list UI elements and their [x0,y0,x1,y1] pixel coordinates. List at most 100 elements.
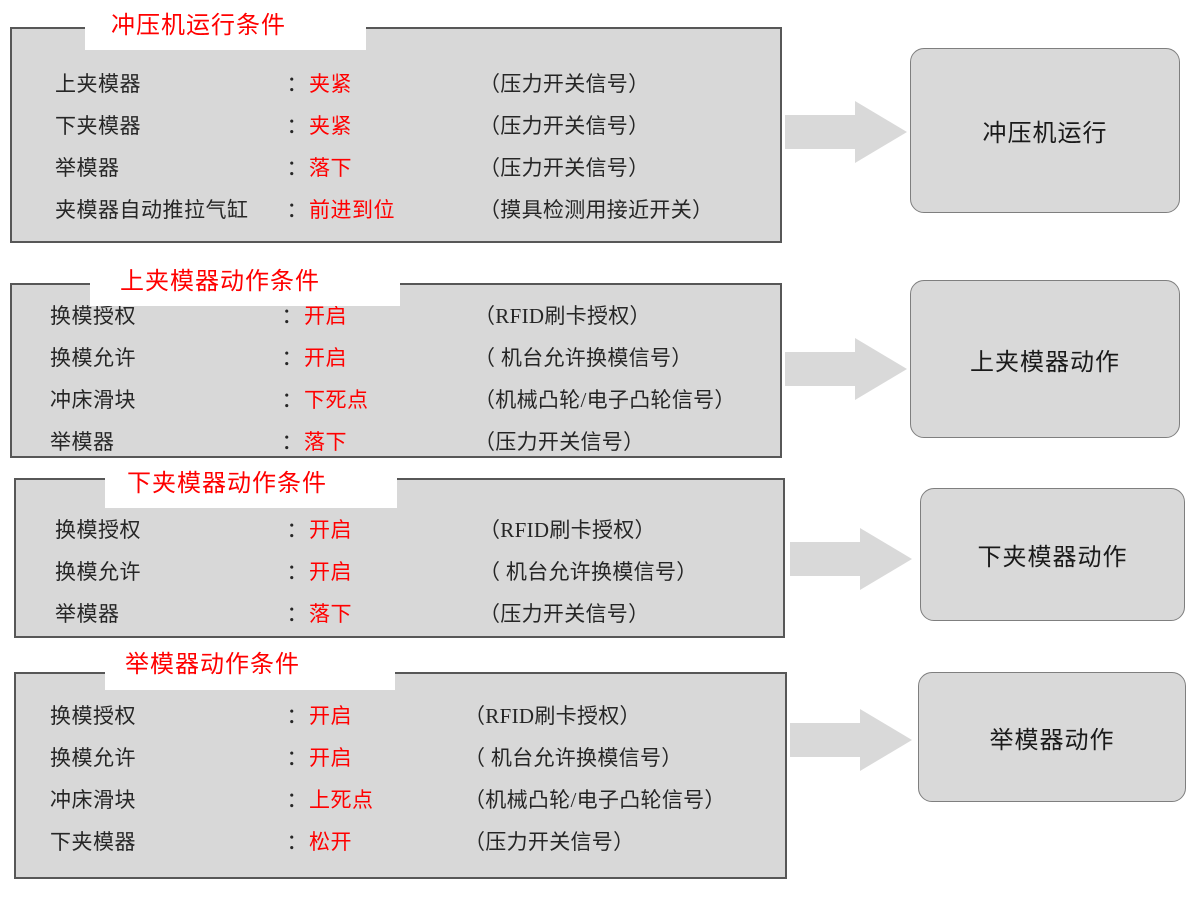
result-box-4: 举模器动作 [918,672,1186,802]
result-box-3-label: 下夹模器动作 [977,545,1128,571]
condition-colon: ： [286,156,308,180]
condition-colon: ： [286,560,308,584]
condition-panel-2-rows: 换模授权 ： 开启 （RFID刷卡授权） 换模允许 ： 开启 （ 机台允许换模信… [0,300,1200,468]
condition-row: 换模授权 ： 开启 （RFID刷卡授权） [0,700,1200,742]
condition-value: 夹紧 [309,72,352,96]
condition-value: 下死点 [304,388,369,412]
flow-arrow-1 [785,101,907,163]
condition-panel-3-rows: 换模授权 ： 开启 （RFID刷卡授权） 换模允许 ： 开启 （ 机台允许换模信… [0,514,1200,640]
condition-note: （RFID刷卡授权） [479,518,656,542]
condition-colon: ： [286,602,308,626]
condition-colon: ： [281,346,303,370]
condition-row: 换模允许 ： 开启 （ 机台允许换模信号） [0,556,1200,598]
condition-row: 换模授权 ： 开启 （RFID刷卡授权） [0,514,1200,556]
result-box-1-label: 冲压机运行 [982,121,1108,147]
condition-note: （压力开关信号） [479,72,650,96]
condition-note: （ 机台允许换模信号） [479,560,698,584]
condition-label: 夹模器自动推拉气缸 [55,198,249,222]
condition-panel-1 [10,27,782,243]
condition-note: （RFID刷卡授权） [474,304,651,328]
condition-panel-1-title: 冲压机运行条件 [85,2,366,50]
condition-colon: ： [286,114,308,138]
result-box-2: 上夹模器动作 [910,280,1180,438]
result-box-4-label: 举模器动作 [989,727,1115,754]
arrow-right-icon [790,528,912,590]
condition-note: （压力开关信号） [479,114,650,138]
condition-value: 开启 [309,518,352,542]
condition-note: （机械凸轮/电子凸轮信号） [474,388,736,412]
condition-label: 换模授权 [50,304,136,328]
condition-label: 换模允许 [50,746,136,770]
condition-label: 换模授权 [50,704,136,728]
condition-value: 落下 [309,156,352,180]
condition-row: 下夹模器 ： 夹紧 （压力开关信号） [0,110,1200,152]
condition-colon: ： [281,388,303,412]
condition-value: 开启 [309,746,352,770]
condition-note: （ 机台允许换模信号） [464,746,683,770]
condition-panel-1-title-text: 冲压机运行条件 [111,13,286,39]
flow-arrow-2 [785,338,907,400]
condition-row: 冲床滑块 ： 上死点 （机械凸轮/电子凸轮信号） [0,784,1200,826]
condition-colon: ： [286,518,308,542]
condition-value: 开启 [309,560,352,584]
condition-value: 开启 [304,346,347,370]
flow-arrow-4 [790,709,912,771]
condition-row: 举模器 ： 落下 （压力开关信号） [0,426,1200,468]
condition-panel-4-title: 举模器动作条件 [105,640,395,690]
condition-note: （压力开关信号） [464,830,635,854]
condition-value: 落下 [309,602,352,626]
condition-row: 举模器 ： 落下 （压力开关信号） [0,598,1200,640]
condition-row: 换模授权 ： 开启 （RFID刷卡授权） [0,300,1200,342]
condition-value: 夹紧 [309,114,352,138]
condition-colon: ： [286,746,308,770]
condition-row: 换模允许 ： 开启 （ 机台允许换模信号） [0,742,1200,784]
result-box-2-label: 上夹模器动作 [970,349,1120,376]
condition-note: （机械凸轮/电子凸轮信号） [464,788,726,812]
condition-panel-4-rows: 换模授权 ： 开启 （RFID刷卡授权） 换模允许 ： 开启 （ 机台允许换模信… [0,700,1200,868]
condition-label: 下夹模器 [50,830,136,854]
condition-note: （压力开关信号） [474,430,645,454]
condition-note: （ 机台允许换模信号） [474,346,693,370]
condition-row: 举模器 ： 落下 （压力开关信号） [0,152,1200,194]
condition-panel-2-title: 上夹模器动作条件 [90,258,400,306]
arrow-right-icon [785,338,907,400]
condition-colon: ： [281,304,303,328]
condition-colon: ： [286,704,308,728]
condition-note: （压力开关信号） [479,602,650,626]
condition-value: 前进到位 [309,198,395,222]
arrow-right-icon [790,709,912,771]
condition-value: 开启 [309,704,352,728]
condition-panel-2-title-text: 上夹模器动作条件 [120,269,320,295]
condition-row: 换模允许 ： 开启 （ 机台允许换模信号） [0,342,1200,384]
condition-value: 落下 [304,430,347,454]
condition-colon: ： [286,198,308,222]
condition-label: 举模器 [55,602,120,626]
condition-note: （摸具检测用接近开关） [479,198,714,222]
condition-row: 夹模器自动推拉气缸 ： 前进到位 （摸具检测用接近开关） [0,194,1200,236]
condition-colon: ： [281,430,303,454]
condition-label: 上夹模器 [55,72,141,96]
condition-panel-2 [10,283,782,458]
condition-note: （压力开关信号） [479,156,650,180]
condition-label: 冲床滑块 [50,788,136,812]
condition-value: 松开 [309,830,352,854]
condition-row: 上夹模器 ： 夹紧 （压力开关信号） [0,68,1200,110]
condition-panel-3-title-text: 下夹模器动作条件 [127,471,327,497]
condition-label: 冲床滑块 [50,388,136,412]
flow-arrow-3 [790,528,912,590]
condition-label: 换模允许 [50,346,136,370]
condition-label: 下夹模器 [55,114,141,138]
result-box-1: 冲压机运行 [910,48,1180,213]
result-box-3: 下夹模器动作 [920,488,1185,621]
arrow-right-icon [785,101,907,163]
condition-value: 上死点 [309,788,374,812]
condition-panel-4-title-text: 举模器动作条件 [125,652,300,678]
condition-row: 下夹模器 ： 松开 （压力开关信号） [0,826,1200,868]
condition-label: 举模器 [55,156,120,180]
condition-value: 开启 [304,304,347,328]
condition-row: 冲床滑块 ： 下死点 （机械凸轮/电子凸轮信号） [0,384,1200,426]
condition-panel-1-rows: 上夹模器 ： 夹紧 （压力开关信号） 下夹模器 ： 夹紧 （压力开关信号） 举模… [0,68,1200,236]
condition-note: （RFID刷卡授权） [464,704,641,728]
condition-label: 换模授权 [55,518,141,542]
condition-colon: ： [286,830,308,854]
